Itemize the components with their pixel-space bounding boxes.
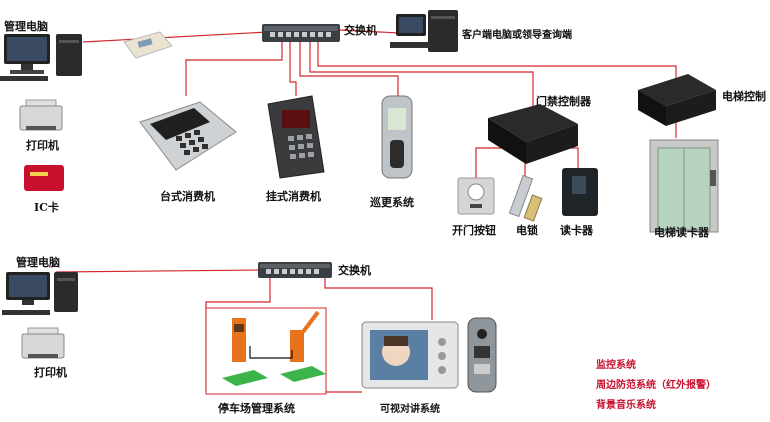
label-ic-card: IC卡 <box>34 201 59 214</box>
door-controller <box>488 104 578 164</box>
wall-pos-terminal <box>267 95 325 179</box>
elevator-controller <box>638 74 716 126</box>
label-desktop-pos: 台式消费机 <box>160 190 215 203</box>
label-patrol: 巡更系统 <box>370 196 414 209</box>
label-client-pc: 客户端电脑或领导查询端 <box>462 30 572 41</box>
label-admin-pc-bottom: 管理电脑 <box>16 256 60 269</box>
card-reader-device <box>562 168 598 216</box>
label-intercom: 可视对讲系统 <box>380 404 440 415</box>
intercom-system <box>361 317 497 393</box>
label-door-controller: 门禁控制器 <box>536 95 591 108</box>
parking-system <box>205 307 327 395</box>
printer-bottom <box>21 327 65 359</box>
label-lock: 电锁 <box>516 224 538 237</box>
label-switch-bottom: 交换机 <box>338 264 371 277</box>
admin-pc-bottom <box>2 272 78 315</box>
label-elevator-controller: 电梯控制 <box>722 90 766 103</box>
other-system-perimeter: 周边防范系统（红外报警） <box>596 380 716 391</box>
label-card-reader: 读卡器 <box>560 224 593 237</box>
exit-button-device <box>457 177 495 215</box>
other-system-music: 背景音乐系统 <box>596 400 656 411</box>
other-system-monitoring: 监控系统 <box>596 360 636 371</box>
ic-card <box>24 165 64 191</box>
switch-top <box>262 24 340 42</box>
label-printer-bottom: 打印机 <box>34 366 67 379</box>
elevator-car <box>649 139 719 233</box>
electric-lock-device <box>508 174 543 222</box>
label-exit-button: 开门按钮 <box>452 224 496 237</box>
label-parking: 停车场管理系统 <box>218 402 295 415</box>
label-printer-top: 打印机 <box>26 139 59 152</box>
patrol-device <box>381 95 413 179</box>
label-wall-pos: 挂式消费机 <box>266 190 321 203</box>
card-issuer-device <box>123 31 173 59</box>
printer-top <box>19 99 63 131</box>
label-switch-top: 交换机 <box>344 24 377 37</box>
admin-pc-top <box>0 34 82 81</box>
switch-bottom <box>258 262 332 278</box>
desktop-pos-terminal <box>139 101 237 171</box>
label-elevator-reader: 电梯读卡器 <box>654 226 709 239</box>
label-admin-pc-top: 管理电脑 <box>4 20 48 33</box>
client-pc <box>390 10 458 52</box>
